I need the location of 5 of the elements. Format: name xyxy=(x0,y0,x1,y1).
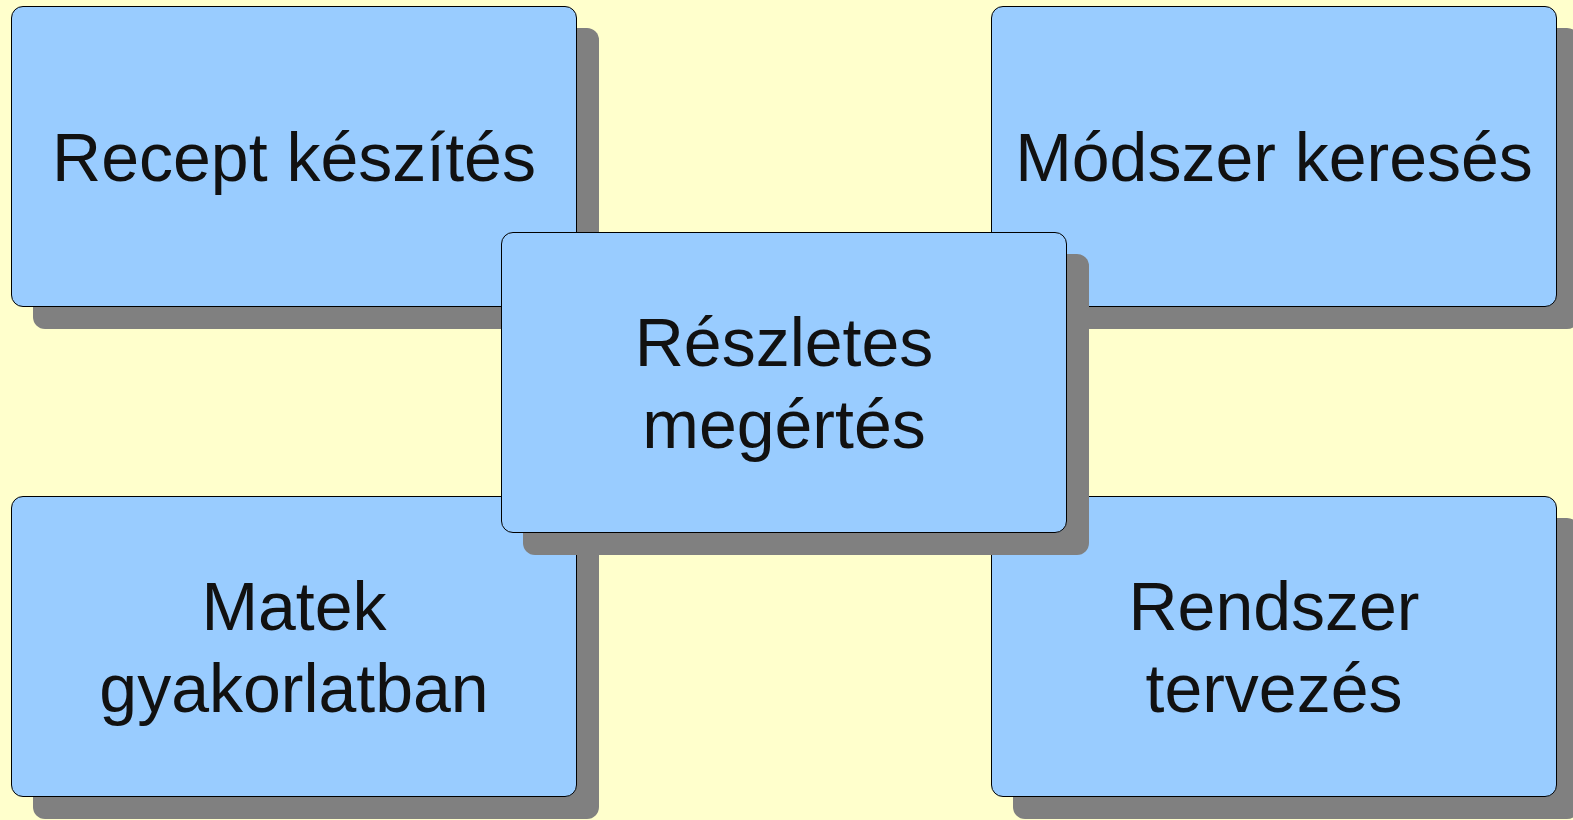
box-label: Matek gyakorlatban xyxy=(98,566,490,728)
box-label: Módszer keresés xyxy=(1015,117,1533,197)
box-label: Recept készítés xyxy=(52,117,536,197)
box-label: Rendszer tervezés xyxy=(1127,566,1421,728)
box-label: Részletes megértés xyxy=(633,302,935,464)
